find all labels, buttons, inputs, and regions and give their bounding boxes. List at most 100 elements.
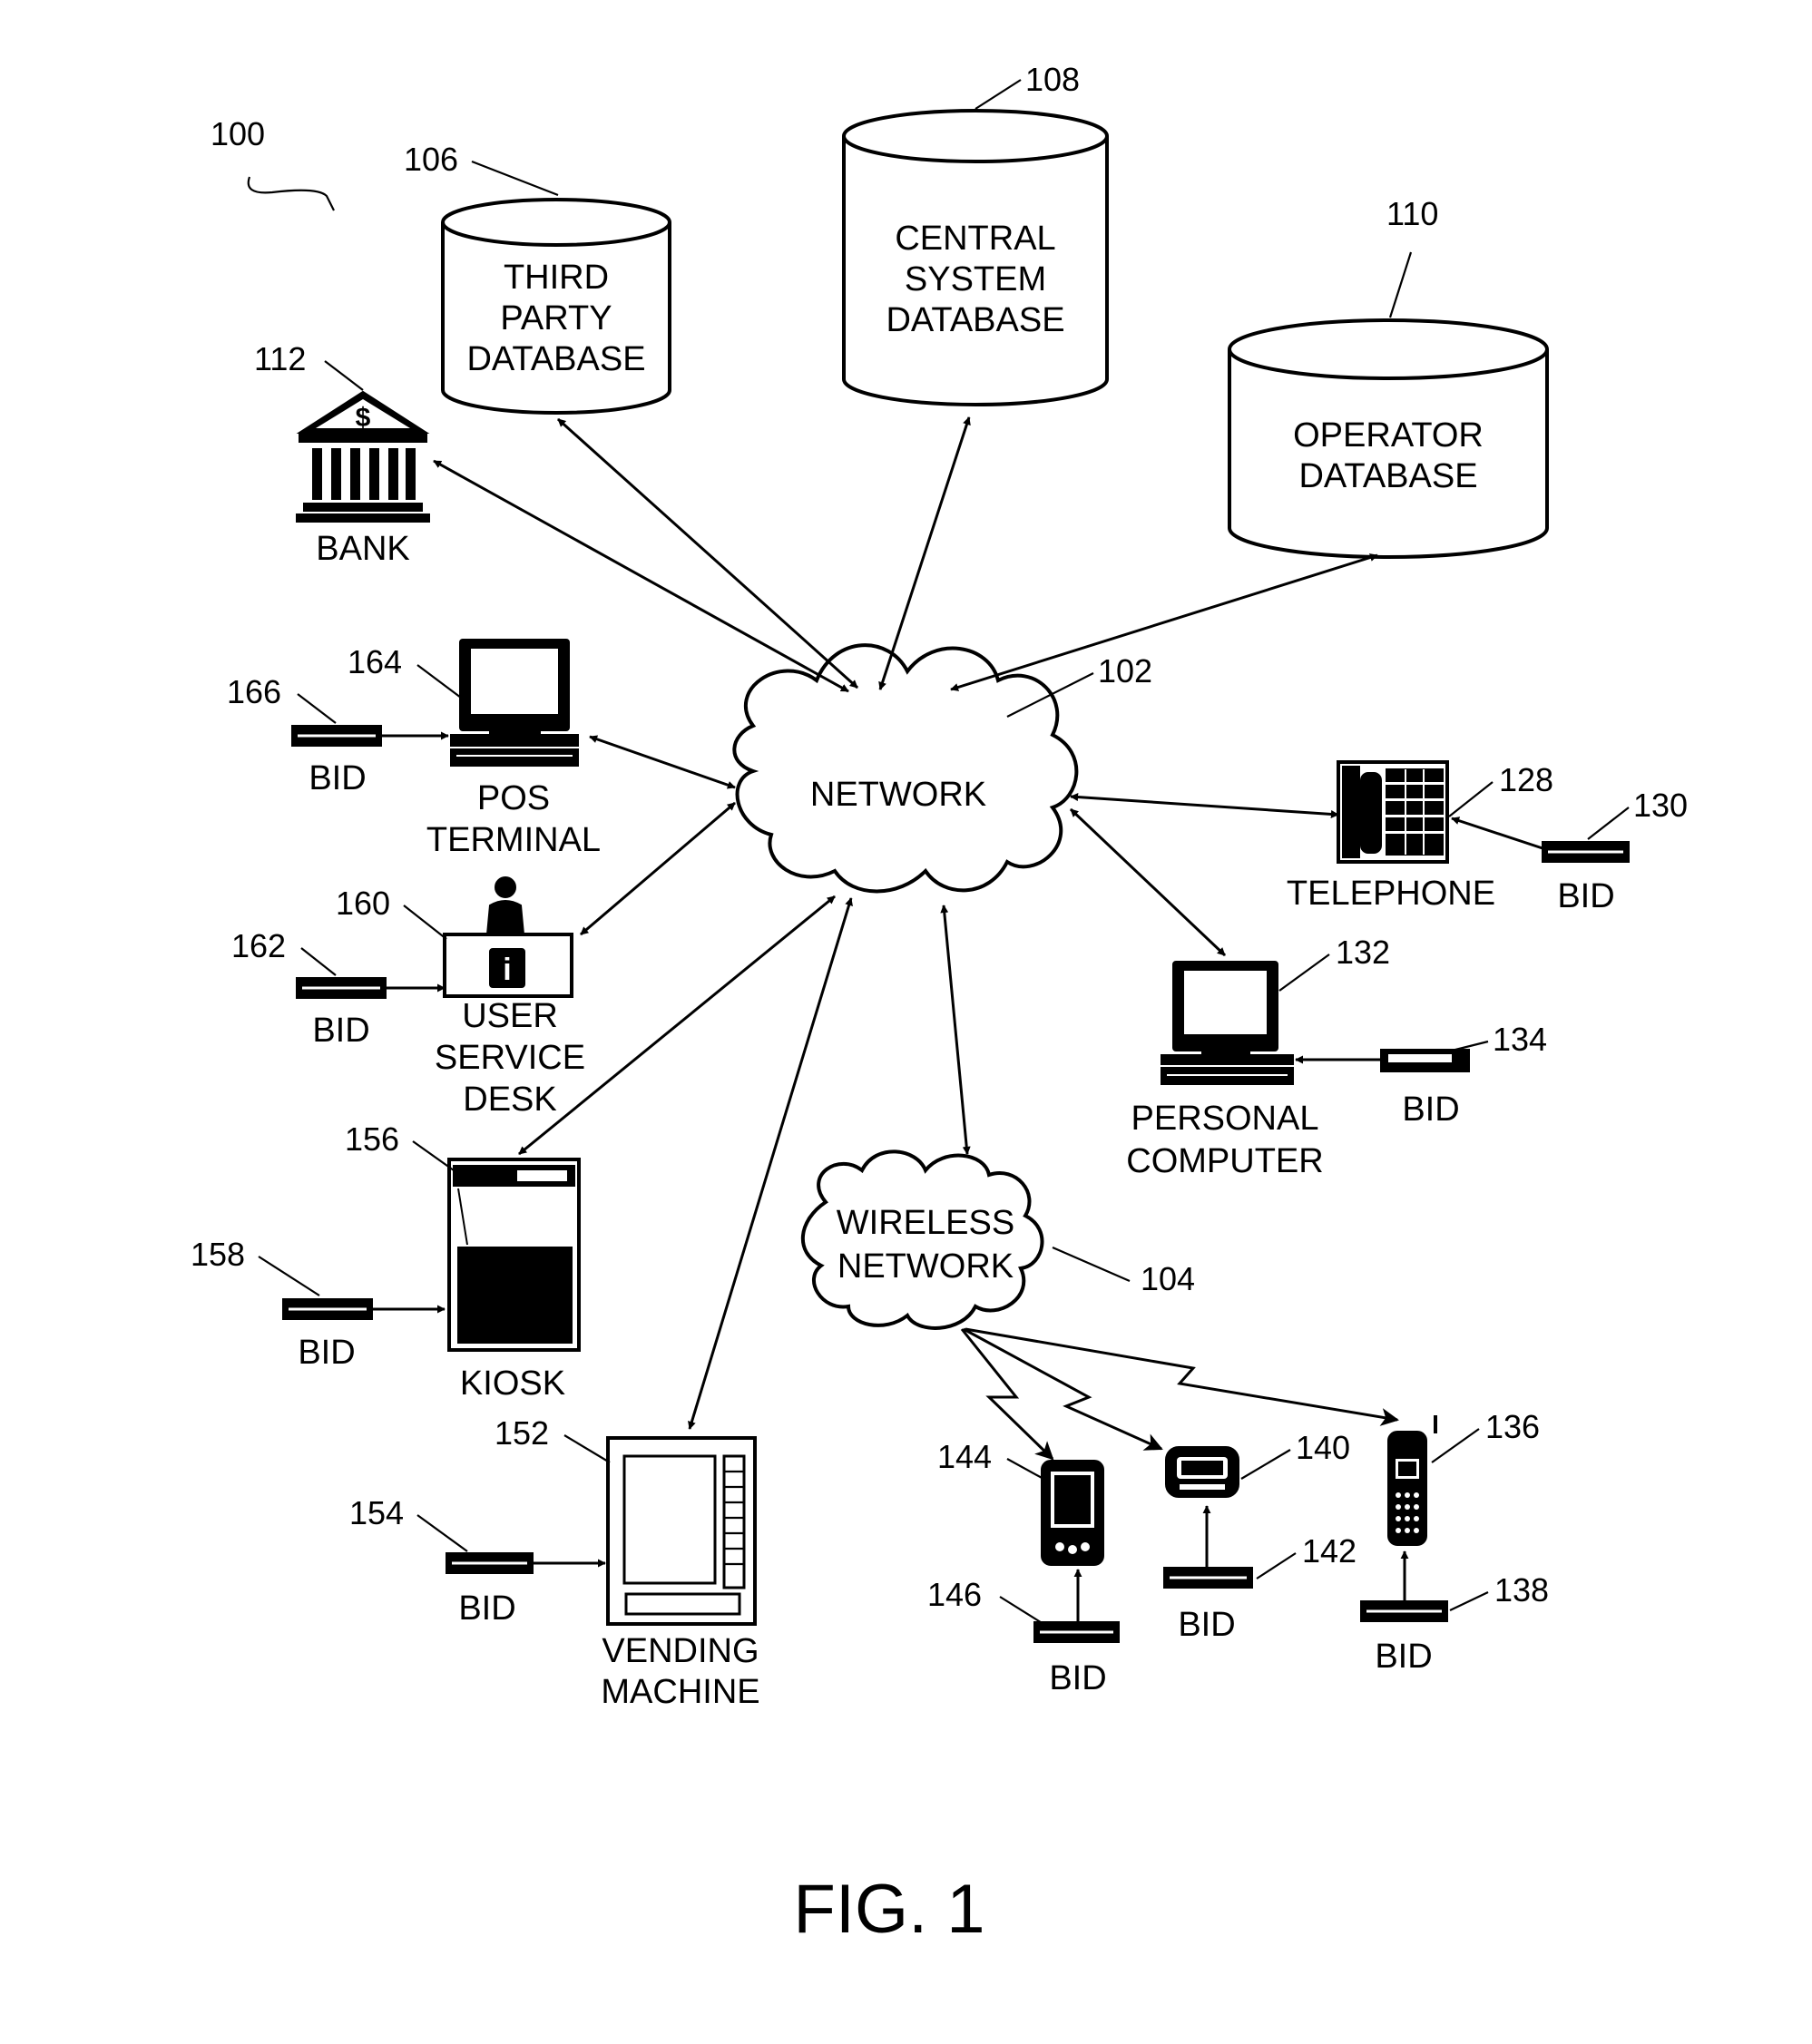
bid-ref-telephone: 130 — [1633, 787, 1688, 824]
user-service-desk-icon: i — [445, 877, 572, 996]
link-operator-network — [951, 555, 1377, 689]
svg-text:NETWORK: NETWORK — [810, 776, 986, 814]
network-cloud: NETWORK — [734, 645, 1076, 891]
vending-machine-icon — [608, 1438, 755, 1624]
vending-machine-label-1: VENDING — [602, 1632, 759, 1670]
link-pos-network — [590, 737, 735, 787]
svg-text:DATABASE: DATABASE — [466, 340, 645, 378]
link-network-telephone — [1071, 797, 1338, 815]
third-party-database: THIRD PARTY DATABASE 106 — [404, 141, 670, 413]
wireless-link-cell — [965, 1329, 1397, 1420]
bid-leader-telephone — [1588, 807, 1629, 839]
bid-label-vending: BID — [458, 1589, 515, 1628]
bid-label-kiosk: BID — [298, 1334, 355, 1372]
bid-device-pc — [1381, 1050, 1469, 1071]
bid-label-pda: BID — [1049, 1659, 1106, 1697]
kiosk-ref: 156 — [345, 1120, 399, 1158]
kiosk-label: KIOSK — [460, 1364, 565, 1403]
svg-text:PARTY: PARTY — [500, 299, 612, 337]
svg-text:NETWORK: NETWORK — [837, 1247, 1014, 1286]
svg-text:CENTRAL: CENTRAL — [895, 220, 1055, 258]
svg-text:OPERATOR: OPERATOR — [1293, 416, 1484, 455]
personal-computer-label-2: COMPUTER — [1126, 1142, 1323, 1180]
bid-label-desk: BID — [312, 1012, 369, 1050]
bid-leader-pos — [298, 694, 336, 723]
bank-ref: 112 — [254, 340, 306, 377]
bid-leader-pda — [1000, 1597, 1043, 1624]
bid-ref-pos: 166 — [227, 673, 281, 710]
bid-device-pda — [1034, 1622, 1119, 1642]
pda-leader — [1007, 1459, 1043, 1479]
operator-database: OPERATOR DATABASE 110 — [1229, 195, 1547, 557]
pda-ref: 144 — [937, 1438, 992, 1475]
central-system-database: CENTRAL SYSTEM DATABASE 108 — [844, 61, 1107, 405]
link-network-pc — [1071, 809, 1225, 955]
pos-terminal-label-2: TERMINAL — [426, 821, 601, 859]
bid-label-pos: BID — [309, 759, 366, 797]
pos-terminal-leader — [417, 665, 465, 700]
bid-device-vending — [446, 1553, 533, 1573]
personal-computer-icon — [1161, 962, 1293, 1084]
telephone-leader — [1449, 782, 1493, 817]
cell-phone-icon — [1388, 1415, 1435, 1545]
cell-phone-leader — [1432, 1429, 1479, 1462]
svg-text:SYSTEM: SYSTEM — [905, 260, 1046, 298]
svg-text:100: 100 — [211, 115, 265, 152]
kiosk-icon — [449, 1159, 579, 1350]
bid-label-telephone: BID — [1557, 877, 1614, 915]
telephone-icon — [1338, 762, 1447, 862]
bid-leader-desk — [301, 948, 336, 975]
user-service-desk-label-3: DESK — [463, 1081, 556, 1119]
personal-computer-label-1: PERSONAL — [1131, 1100, 1319, 1138]
bid-leader-pager — [1257, 1553, 1296, 1579]
svg-text:108: 108 — [1025, 61, 1080, 98]
vending-machine-label-2: MACHINE — [601, 1673, 759, 1711]
user-service-desk-leader — [404, 905, 446, 939]
pda-icon — [1042, 1461, 1103, 1565]
cell-phone-ref: 136 — [1485, 1408, 1540, 1445]
link-desk-network — [581, 803, 735, 934]
svg-text:$: $ — [356, 403, 371, 433]
bid-ref-pda: 146 — [927, 1576, 982, 1613]
personal-computer-ref: 132 — [1336, 934, 1390, 971]
bid-leader-kiosk — [259, 1257, 319, 1296]
bid-device-kiosk — [283, 1299, 372, 1319]
svg-text:THIRD: THIRD — [504, 259, 609, 297]
pos-terminal-ref: 164 — [348, 643, 402, 680]
bid-ref-kiosk: 158 — [191, 1236, 245, 1273]
pos-terminal-label-1: POS — [477, 779, 550, 817]
bid-ref-desk: 162 — [231, 927, 286, 964]
user-service-desk-label-1: USER — [462, 997, 558, 1035]
user-service-desk-ref: 160 — [336, 885, 390, 922]
bid-leader-vending — [417, 1515, 467, 1551]
bid-leader-cell — [1450, 1592, 1488, 1610]
pager-ref: 140 — [1296, 1429, 1350, 1466]
bank-icon: $ — [297, 392, 429, 522]
svg-text:i: i — [503, 953, 511, 987]
pos-terminal-icon — [451, 640, 578, 766]
svg-text:WIRELESS: WIRELESS — [837, 1204, 1014, 1242]
user-service-desk-label-2: SERVICE — [435, 1039, 585, 1077]
bid-label-pc: BID — [1402, 1090, 1459, 1129]
svg-text:106: 106 — [404, 141, 458, 178]
personal-computer-leader — [1279, 954, 1329, 991]
kiosk-leader — [413, 1141, 454, 1170]
bid-label-cell: BID — [1375, 1638, 1432, 1676]
wireless-network-leader — [1053, 1247, 1130, 1281]
vending-machine-ref: 152 — [495, 1414, 549, 1452]
bid-device-telephone — [1543, 842, 1629, 862]
link-network-wireless — [944, 905, 967, 1154]
svg-text:DATABASE: DATABASE — [1298, 457, 1477, 495]
system-ref: 100 — [211, 115, 334, 210]
telephone-label: TELEPHONE — [1287, 875, 1495, 913]
telephone-ref: 128 — [1499, 761, 1553, 798]
figure-caption: FIG. 1 — [793, 1871, 984, 1948]
bid-device-pos — [292, 726, 381, 746]
bank-label: BANK — [316, 530, 409, 568]
bid-arrow-telephone — [1452, 818, 1543, 848]
pager-icon — [1166, 1447, 1239, 1497]
link-vending-network — [690, 898, 851, 1429]
wireless-network-cloud: WIRELESS NETWORK — [803, 1151, 1043, 1328]
